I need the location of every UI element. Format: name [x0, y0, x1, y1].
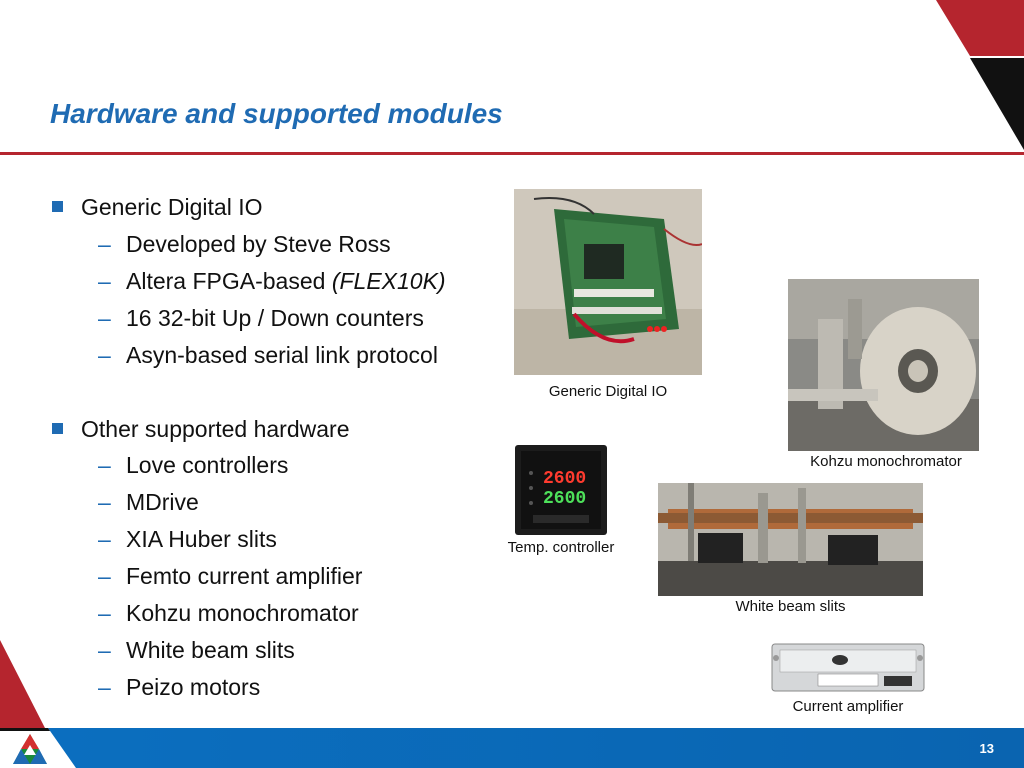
- temp-display-bottom: 2600: [543, 489, 586, 509]
- temp-display-top: 2600: [543, 469, 586, 489]
- white-beam-slits-photo: [658, 483, 923, 596]
- italic-suffix: (FLEX10K): [331, 268, 446, 294]
- page-title: Hardware and supported modules: [50, 98, 503, 129]
- sub-bullet: –MDrive: [98, 489, 199, 515]
- sub-bullet: –XIA Huber slits: [98, 526, 277, 552]
- kohzu-caption: Kohzu monochromator: [810, 453, 962, 470]
- bullet-square-icon: [52, 201, 63, 212]
- digital-io-caption: Generic Digital IO: [548, 383, 668, 400]
- title-divider: [0, 152, 1024, 155]
- temp-controller-photo: 2600 2600: [513, 443, 609, 537]
- sub-bullet: –Kohzu monochromator: [98, 600, 359, 626]
- sub-bullet: –16 32-bit Up / Down counters: [98, 305, 424, 331]
- page-number: 13: [979, 741, 994, 756]
- white-beam-slits-caption: White beam slits: [735, 598, 846, 615]
- sub-bullet: –Femto current amplifier: [98, 563, 363, 589]
- bullet-generic-digital-io: Generic Digital IO: [52, 194, 263, 221]
- sub-bullet: –Altera FPGA-based (FLEX10K): [98, 268, 446, 294]
- kohzu-monochromator-photo: [788, 279, 979, 451]
- sub-bullet: –Developed by Steve Ross: [98, 231, 391, 257]
- sub-bullet: –White beam slits: [98, 637, 295, 663]
- corner-decoration: [936, 0, 1024, 150]
- bullet-other-supported-hardware: Other supported hardware: [52, 416, 350, 443]
- sub-bullet: –Asyn-based serial link protocol: [98, 342, 438, 368]
- sub-bullet: –Love controllers: [98, 452, 289, 478]
- footer-bar: [0, 728, 1024, 768]
- bottom-left-decoration: [0, 640, 46, 730]
- logo-icon: [13, 734, 47, 764]
- bullet-square-icon: [52, 423, 63, 434]
- temp-controller-caption: Temp. controller: [507, 539, 615, 556]
- current-amplifier-photo: [768, 640, 928, 695]
- current-amplifier-caption: Current amplifier: [792, 698, 904, 715]
- sub-bullet: –Peizo motors: [98, 674, 261, 700]
- digital-io-board-photo: [514, 189, 702, 375]
